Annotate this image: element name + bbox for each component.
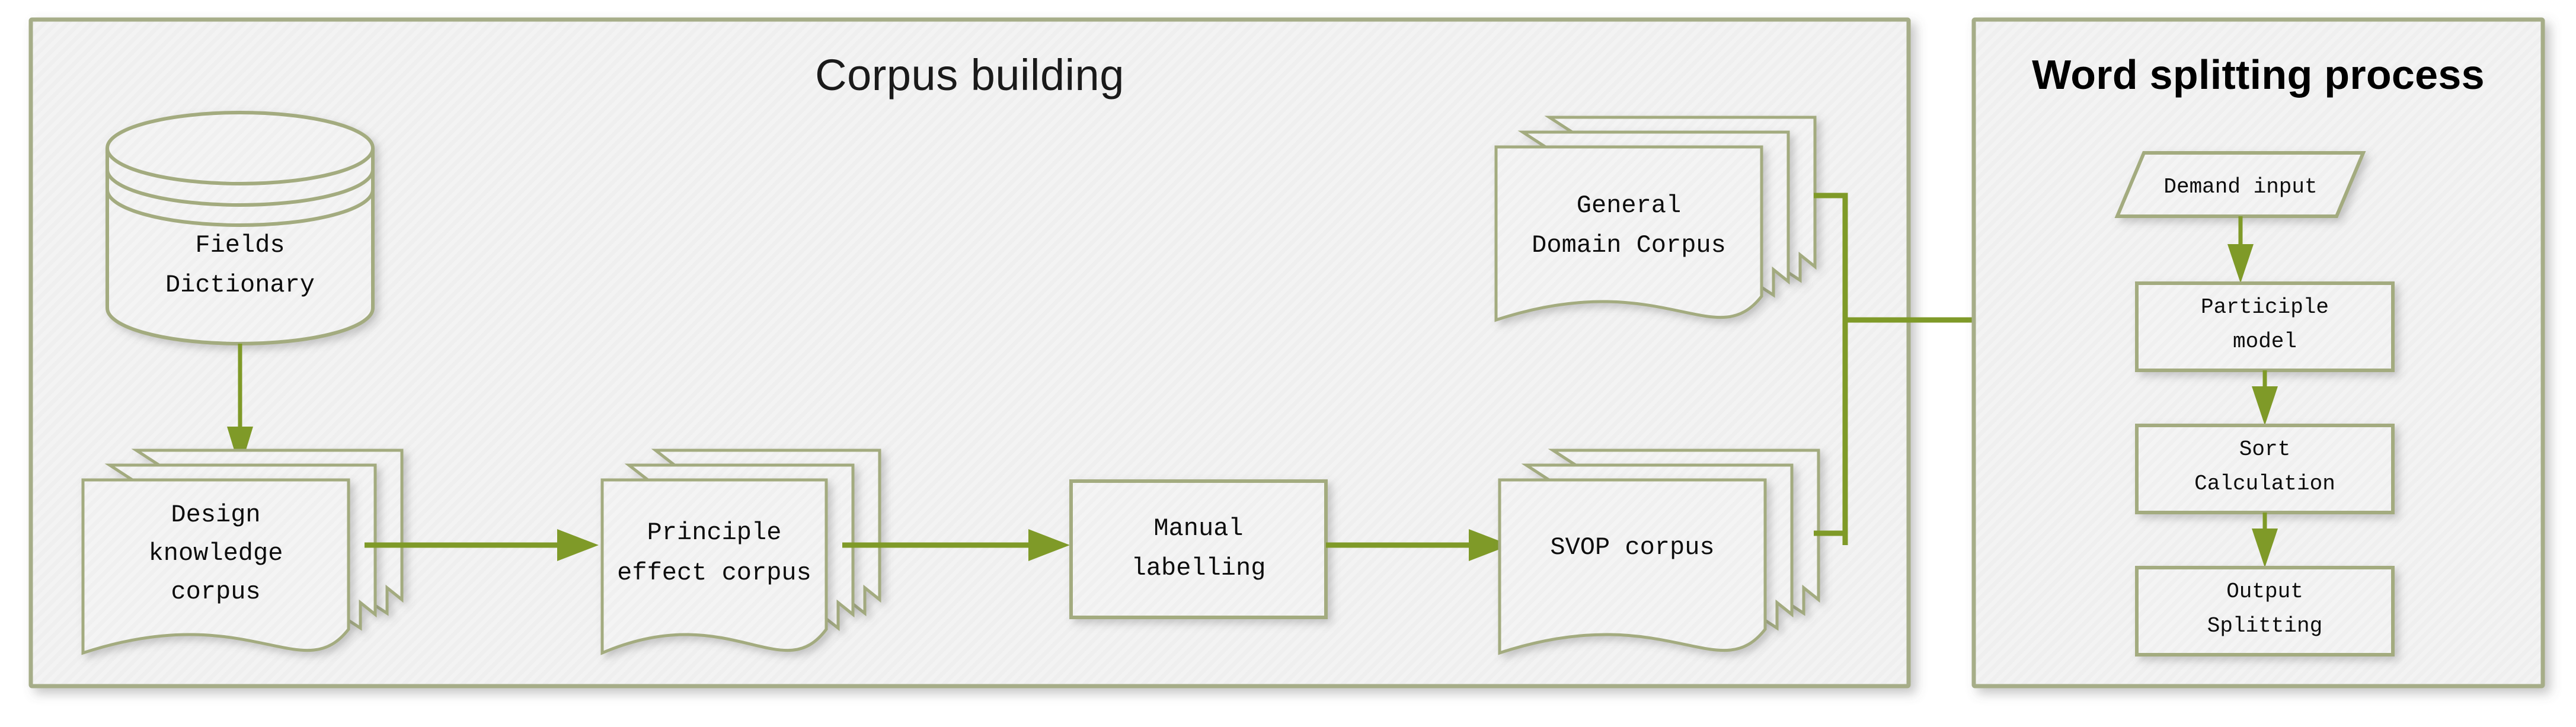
node-participle-model-line1: Participle bbox=[2201, 295, 2329, 319]
node-principle-effect-line1: Principle bbox=[647, 518, 782, 547]
node-fields-dictionary[interactable] bbox=[106, 111, 375, 345]
edge-participle-to-sort bbox=[2252, 370, 2278, 425]
node-participle-model-line2: model bbox=[2233, 329, 2297, 354]
arrowhead bbox=[2252, 529, 2278, 568]
node-general-domain-line1: General bbox=[1577, 191, 1681, 220]
parallelogram-shape bbox=[2114, 151, 2366, 218]
node-demand-input[interactable] bbox=[2114, 151, 2366, 218]
rectangle-shape bbox=[2135, 566, 2395, 656]
node-output-splitting-line2: Splitting bbox=[2207, 614, 2322, 638]
node-design-knowledge-line3: corpus bbox=[171, 578, 260, 606]
edge-demand-to-participle bbox=[2227, 216, 2254, 283]
node-design-knowledge-line1: Design bbox=[171, 501, 260, 529]
node-general-domain-line2: Domain Corpus bbox=[1532, 231, 1726, 260]
arrowhead bbox=[2227, 244, 2254, 283]
edge-fields-to-design bbox=[227, 344, 253, 469]
rectangle-shape bbox=[2135, 424, 2395, 514]
node-demand-input-line1: Demand input bbox=[2163, 175, 2317, 199]
database-cylinder-body bbox=[106, 111, 375, 345]
document-front-layer bbox=[1494, 145, 1763, 322]
node-principle-effect-line2: effect corpus bbox=[617, 559, 811, 587]
edge-design-to-principle bbox=[365, 529, 599, 561]
edge-general-domain-branch bbox=[1814, 193, 1848, 545]
node-design-knowledge-line2: knowledge bbox=[149, 539, 283, 568]
document-front-layer bbox=[600, 478, 828, 655]
node-principle-effect[interactable] bbox=[600, 449, 881, 655]
node-manual-labelling-line2: labelling bbox=[1132, 554, 1266, 582]
database-ring-2 bbox=[106, 169, 375, 207]
edge-principle-to-manual bbox=[842, 529, 1070, 561]
arrowhead bbox=[557, 529, 599, 561]
arrowhead bbox=[1469, 529, 1510, 561]
node-sort-calculation[interactable] bbox=[2135, 424, 2395, 514]
panel-corpus-building-frame bbox=[28, 17, 1911, 688]
panel-word-splitting-title: Word splitting process bbox=[2032, 52, 2485, 98]
arrowhead bbox=[227, 427, 253, 469]
arrowhead bbox=[2252, 386, 2278, 425]
node-participle-model[interactable] bbox=[2135, 281, 2395, 372]
edge-manual-to-svop bbox=[1326, 529, 1510, 561]
panel-corpus-building-title: Corpus building bbox=[815, 50, 1124, 100]
node-output-splitting-line1: Output bbox=[2226, 579, 2303, 604]
rectangle-shape bbox=[1069, 479, 1328, 619]
node-design-knowledge[interactable] bbox=[81, 449, 404, 655]
panel-corpus-building: Corpus building bbox=[28, 17, 1911, 688]
node-general-domain[interactable] bbox=[1494, 116, 1817, 322]
database-ring-1 bbox=[106, 148, 375, 185]
node-fields-dictionary-line1: Fields bbox=[195, 231, 285, 260]
rectangle-shape bbox=[2135, 281, 2395, 372]
document-front-layer bbox=[1498, 478, 1767, 655]
node-fields-dictionary-line2: Dictionary bbox=[165, 271, 315, 299]
node-manual-labelling-line1: Manual bbox=[1153, 514, 1243, 543]
node-manual-labelling[interactable] bbox=[1069, 479, 1328, 619]
node-sort-calculation-line2: Calculation bbox=[2194, 472, 2335, 496]
database-ring-3 bbox=[106, 189, 375, 227]
node-svop-corpus-line1: SVOP corpus bbox=[1550, 533, 1714, 562]
arrowhead bbox=[1028, 529, 1070, 561]
node-svop-corpus[interactable] bbox=[1498, 449, 1820, 655]
node-output-splitting[interactable] bbox=[2135, 566, 2395, 656]
node-sort-calculation-line1: Sort bbox=[2239, 437, 2290, 462]
document-front-layer bbox=[81, 478, 350, 655]
edge-sort-to-output bbox=[2252, 513, 2278, 568]
